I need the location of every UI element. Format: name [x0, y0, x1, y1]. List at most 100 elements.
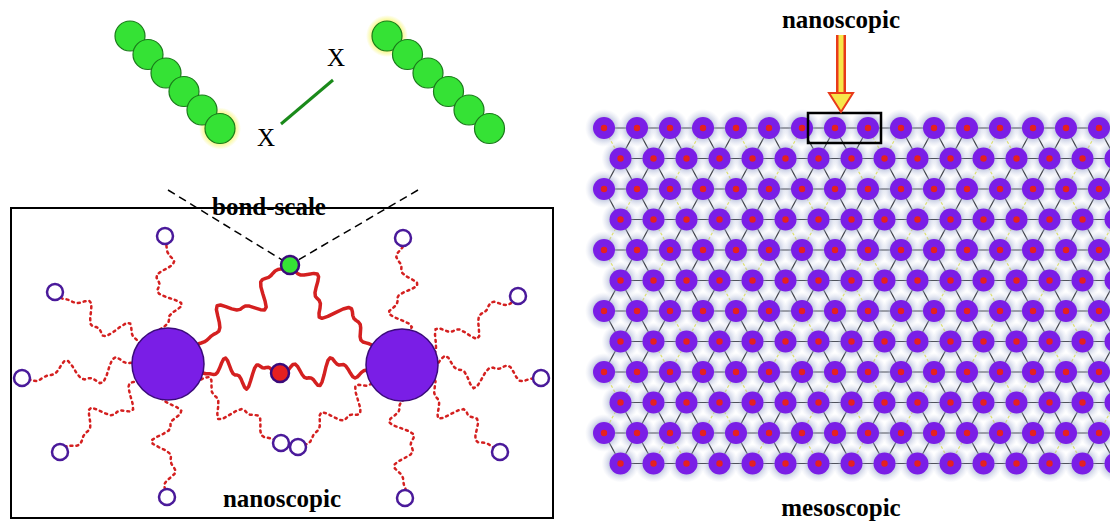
- lattice-particle: [1055, 422, 1077, 444]
- particle-center: [931, 125, 937, 131]
- lattice-particle: [874, 392, 896, 414]
- lattice-particle: [841, 209, 863, 231]
- lattice-particle: [841, 453, 863, 475]
- particle-center: [617, 399, 623, 405]
- lattice-particle: [725, 422, 747, 444]
- core-particle: [366, 329, 438, 401]
- particle-center: [1063, 369, 1069, 375]
- lattice-particle: [1022, 422, 1044, 444]
- particle-center: [865, 186, 871, 192]
- particle-center: [683, 460, 689, 466]
- lattice-particle: [824, 117, 846, 139]
- particle-center: [964, 369, 970, 375]
- lattice-particle: [659, 361, 681, 383]
- lattice-particle: [676, 453, 698, 475]
- lattice-particle: [973, 453, 995, 475]
- particle-center: [980, 216, 986, 222]
- particle-center: [815, 338, 821, 344]
- particle-center: [815, 460, 821, 466]
- particle-center: [782, 277, 788, 283]
- lattice-particle: [890, 422, 912, 444]
- particle-center: [947, 399, 953, 405]
- particle-center: [815, 277, 821, 283]
- lattice-particle: [973, 148, 995, 170]
- particle-center: [700, 369, 706, 375]
- particle-halo: [833, 445, 871, 483]
- lattice-particle: [758, 117, 780, 139]
- particle-halo: [866, 445, 904, 483]
- lattice-particle: [923, 361, 945, 383]
- particle-center: [766, 308, 772, 314]
- chain-end: [533, 370, 549, 386]
- lattice-particle: [692, 178, 714, 200]
- particle-halo: [965, 445, 1003, 483]
- lattice-particle: [1006, 148, 1028, 170]
- lattice-particle: [676, 209, 698, 231]
- particle-center: [1079, 155, 1085, 161]
- lattice-particle: [841, 148, 863, 170]
- lattice-particle: [1006, 209, 1028, 231]
- particle-center: [1030, 308, 1036, 314]
- lattice-particle: [956, 300, 978, 322]
- lattice-particle: [923, 422, 945, 444]
- lattice-particle: [593, 361, 615, 383]
- lattice-particle: [989, 117, 1011, 139]
- lattice-particle: [626, 178, 648, 200]
- particle-center: [1046, 216, 1052, 222]
- particle-halo: [602, 445, 640, 483]
- lattice-particle: [626, 361, 648, 383]
- lattice-particle: [1088, 422, 1110, 444]
- lattice-particle: [808, 148, 830, 170]
- particle-center: [766, 369, 772, 375]
- particle-center: [1063, 186, 1069, 192]
- lattice-particle: [973, 209, 995, 231]
- bond-line: [281, 80, 333, 124]
- particle-center: [749, 155, 755, 161]
- lattice-particle: [775, 148, 797, 170]
- lattice-particle: [973, 270, 995, 292]
- lattice-particle: [824, 178, 846, 200]
- lattice-particle: [1039, 270, 1061, 292]
- lattice-particle: [923, 239, 945, 261]
- lattice-particle: [824, 422, 846, 444]
- zoom-box: [808, 113, 881, 143]
- particle-center: [700, 247, 706, 253]
- particle-center: [947, 155, 953, 161]
- lattice-particle: [676, 270, 698, 292]
- particle-center: [1013, 277, 1019, 283]
- lattice-particle: [989, 422, 1011, 444]
- chain-end: [492, 444, 508, 460]
- chain-end: [290, 439, 306, 455]
- lattice-particle: [725, 239, 747, 261]
- lattice-particle: [1088, 117, 1110, 139]
- particle-center: [898, 247, 904, 253]
- chain-end: [159, 489, 175, 505]
- particle-center: [667, 125, 673, 131]
- particle-halo: [734, 445, 772, 483]
- particle-center: [947, 338, 953, 344]
- particle-center: [1013, 216, 1019, 222]
- lattice-particle: [989, 361, 1011, 383]
- particle-center: [1046, 338, 1052, 344]
- lattice-particle: [692, 300, 714, 322]
- lattice-particle: [1105, 392, 1110, 414]
- lattice-particle: [1006, 453, 1028, 475]
- particle-halo: [635, 445, 673, 483]
- particle-center: [667, 308, 673, 314]
- lattice-particle: [1072, 331, 1094, 353]
- bead-chains: [115, 15, 505, 150]
- particle-center: [733, 125, 739, 131]
- lattice-particle: [907, 209, 929, 231]
- particle-center: [733, 247, 739, 253]
- particle-center: [1030, 369, 1036, 375]
- particle-center: [749, 338, 755, 344]
- particle-center: [617, 155, 623, 161]
- particle-center: [634, 430, 640, 436]
- particle-center: [601, 186, 607, 192]
- lattice-particle: [1055, 239, 1077, 261]
- particle-center: [997, 430, 1003, 436]
- particle-center: [799, 186, 805, 192]
- particle-center: [749, 460, 755, 466]
- particle-center: [1063, 247, 1069, 253]
- lattice-particle: [725, 178, 747, 200]
